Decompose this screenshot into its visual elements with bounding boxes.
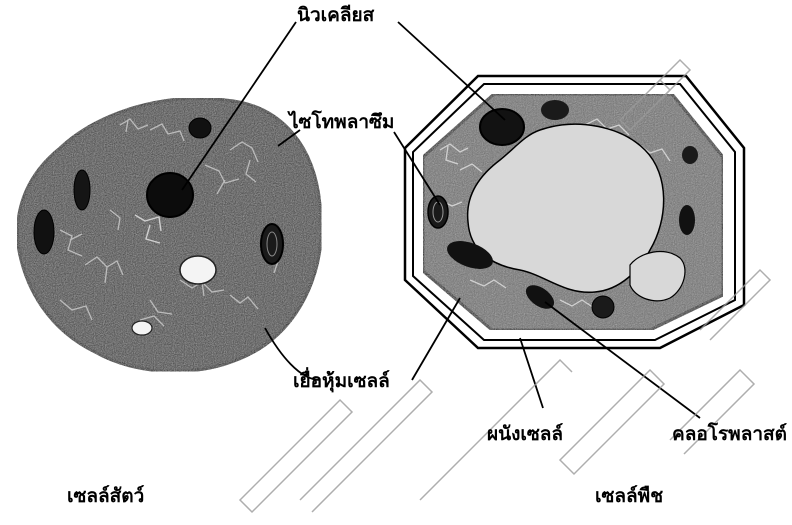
label-cell-membrane: เยื่อหุ้มเซลล์ [293, 372, 390, 391]
animal-mitochondrion-far-left [34, 210, 54, 254]
label-chloroplast: คลอโรพลาสต์ [672, 425, 787, 444]
chloroplast-4 [592, 296, 614, 318]
animal-vacuole-small [132, 321, 152, 335]
plant-cell [405, 76, 744, 348]
chloroplast-5 [679, 205, 695, 235]
plant-organelle-top [541, 100, 569, 120]
chloroplast-6 [682, 146, 698, 164]
animal-mitochondrion-top [189, 118, 211, 138]
label-cytoplasm: ไซโทพลาซึม [289, 113, 394, 132]
label-cell-wall: ผนังเซลล์ [487, 425, 563, 444]
caption-plant-cell: เซลล์พืช [595, 487, 663, 506]
label-nucleus: นิวเคลียส [297, 6, 374, 25]
animal-vacuole [180, 256, 216, 284]
plant-nucleus [480, 109, 524, 145]
animal-nucleus [147, 173, 193, 217]
caption-animal-cell: เซลล์สัตว์ [67, 487, 144, 506]
animal-mitochondrion-left [74, 170, 90, 210]
animal-cell [17, 98, 321, 371]
animal-mitochondrion-right [261, 224, 283, 264]
